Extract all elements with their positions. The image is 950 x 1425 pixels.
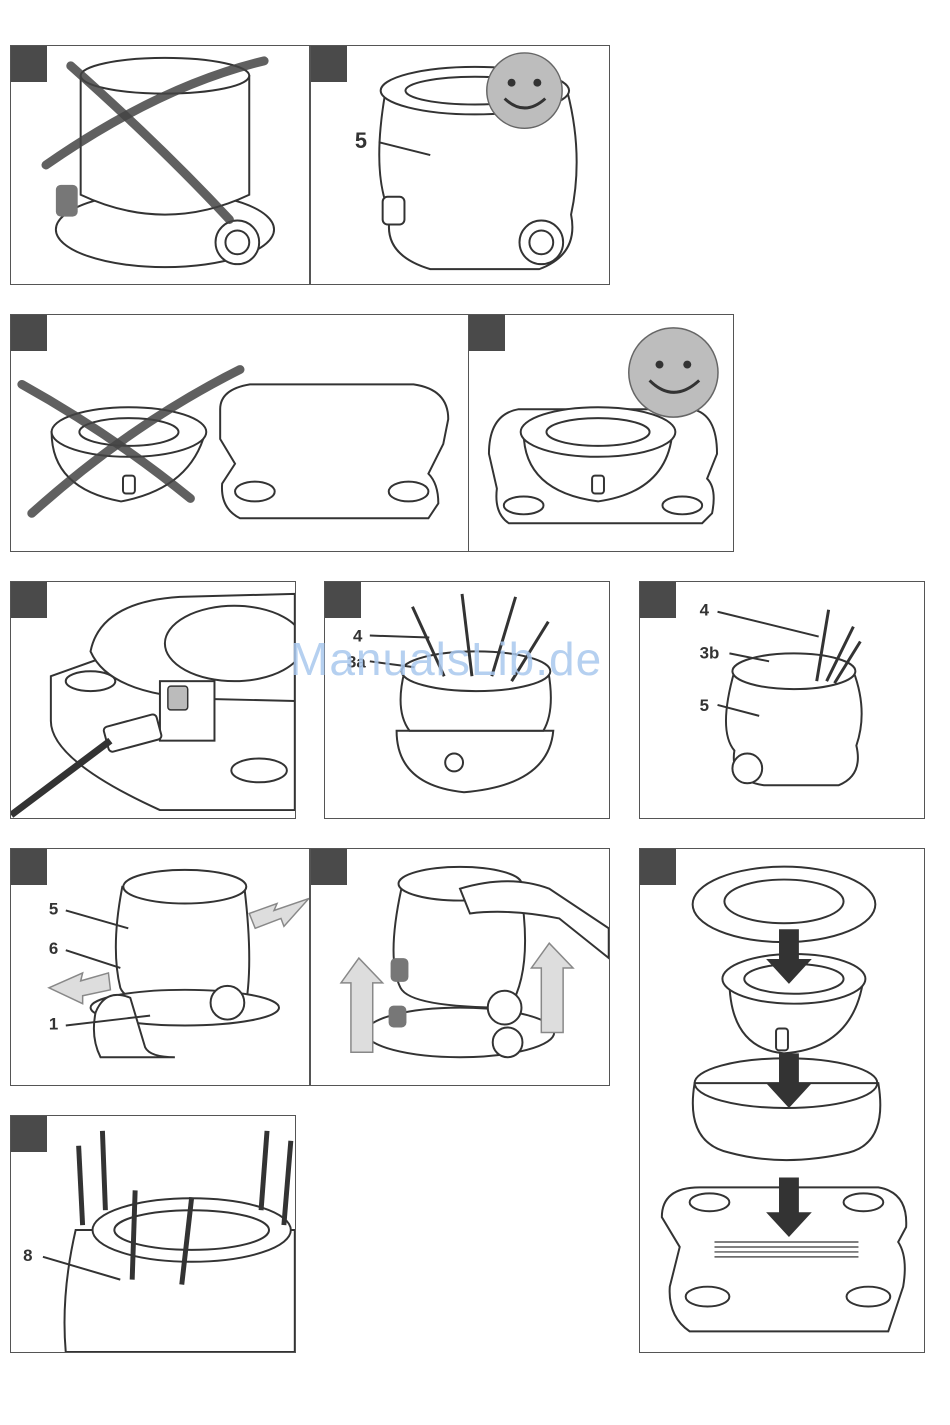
forks-in-pot-illustration: 4 3a bbox=[325, 582, 609, 818]
arrow-left-icon bbox=[249, 899, 308, 929]
lift-housing-illustration bbox=[311, 849, 609, 1085]
panel-step-8: 5 6 1 bbox=[10, 848, 310, 1086]
fondue-housing-illustration: 5 bbox=[311, 46, 609, 284]
panel-step-2: 5 bbox=[310, 45, 610, 285]
panel-step-6: 4 3a bbox=[324, 581, 610, 819]
panel-step-9 bbox=[310, 848, 610, 1086]
panel-step-3 bbox=[10, 314, 470, 552]
assembly-exploded-view-illustration bbox=[640, 849, 924, 1352]
smiley-icon bbox=[487, 53, 562, 128]
panel-step-5 bbox=[10, 581, 296, 819]
fork-holders-illustration: 8 bbox=[11, 1116, 295, 1352]
part-label-5: 5 bbox=[49, 899, 58, 918]
part-label-3b: 3b bbox=[700, 643, 720, 662]
part-label-1: 1 bbox=[49, 1014, 58, 1033]
pot-and-base-separate-illustration bbox=[11, 315, 469, 551]
part-label-8: 8 bbox=[23, 1246, 32, 1265]
panel-step-7: 4 3b 5 bbox=[639, 581, 925, 819]
panel-step-1 bbox=[10, 45, 310, 285]
part-label-5: 5 bbox=[700, 696, 709, 715]
part-label-6: 6 bbox=[49, 939, 58, 958]
panel-step-11: 8 bbox=[10, 1115, 296, 1353]
fondue-pot-on-base-illustration bbox=[11, 46, 309, 284]
watermark: ManualsLib.de bbox=[290, 632, 602, 686]
part-label-4: 4 bbox=[700, 601, 710, 620]
panel-step-10 bbox=[639, 848, 925, 1353]
pot-in-base-illustration bbox=[469, 315, 733, 551]
press-release-buttons-illustration: 5 6 1 bbox=[11, 849, 309, 1085]
smiley-icon bbox=[629, 328, 718, 417]
panel-step-4 bbox=[468, 314, 734, 552]
forks-in-housing-illustration: 4 3b 5 bbox=[640, 582, 924, 818]
part-label-5: 5 bbox=[355, 128, 367, 153]
power-cord-connection-illustration bbox=[11, 582, 295, 818]
